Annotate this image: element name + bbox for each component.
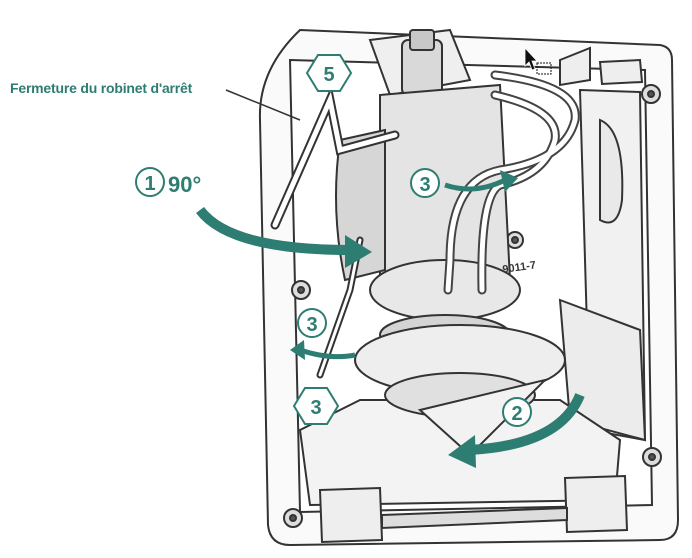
part-marking: 9011-7 [502, 259, 537, 276]
step-1-angle: 90° [168, 172, 201, 197]
step-3-bottom-badge: 3 [292, 387, 340, 425]
callout-leader [225, 89, 301, 121]
step-3-top-number: 3 [419, 174, 430, 196]
step-2-badge: 2 [502, 397, 532, 427]
step-5-badge: 5 [305, 54, 353, 92]
rotate-arrow-step2 [469, 392, 585, 455]
step-1-number: 1 [144, 173, 155, 195]
shutoff-valve-callout: Fermeture du robinet d'arrêt [10, 80, 193, 96]
step-3-top-badge: 3 [410, 168, 440, 198]
step-2-number: 2 [511, 403, 522, 425]
step-3-left-badge: 3 [297, 308, 327, 338]
cursor-arrow-icon [524, 46, 552, 75]
arrow-step3-top [444, 177, 507, 192]
arrow-step3-left [299, 347, 356, 360]
step-3-left-number: 3 [306, 314, 317, 336]
step-1-badge: 1 90° [135, 167, 201, 197]
rotate-arrow-step1 [196, 206, 351, 255]
step-5-number: 5 [323, 64, 334, 86]
step-3-bottom-number: 3 [310, 397, 321, 419]
